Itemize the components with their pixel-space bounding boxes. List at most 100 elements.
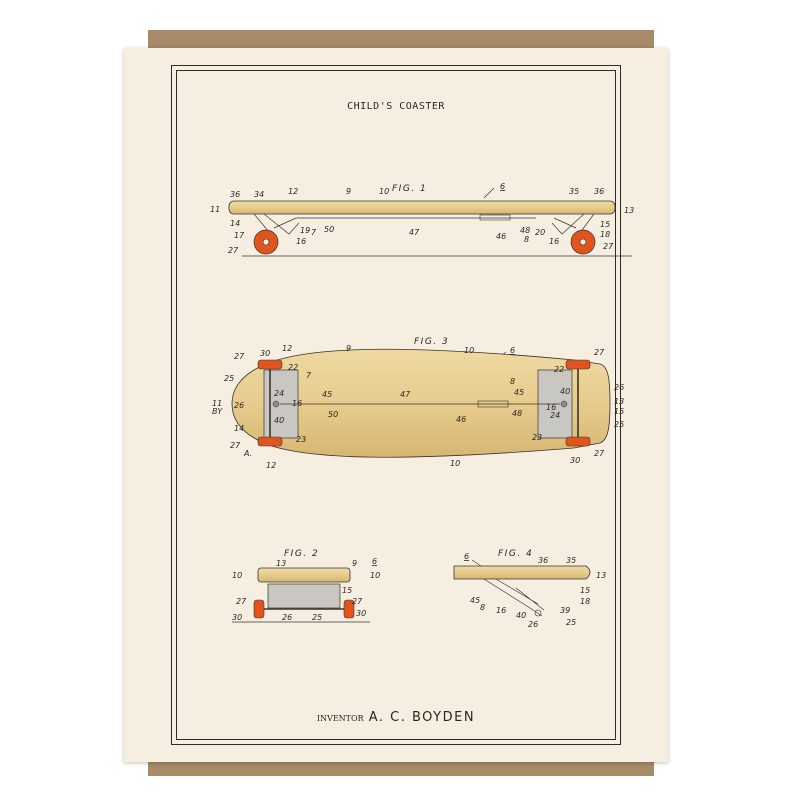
fig4-ref: 6 <box>464 552 469 561</box>
ref-number: 50 <box>328 410 338 419</box>
ref-number: 19 <box>300 226 310 235</box>
fig3-wheel <box>257 436 283 447</box>
ref-number: 26 <box>614 383 624 392</box>
ref-number: 46 <box>496 232 506 241</box>
ref-number: 9 <box>346 344 351 353</box>
inventor-line: INVENTOR A. C. BOYDEN <box>124 706 668 725</box>
ref-number: 15 <box>342 586 352 595</box>
ref-number: 10 <box>464 346 474 355</box>
ref-number: 23 <box>296 435 306 444</box>
ref-number: 27 <box>230 441 241 450</box>
fig2-wheel <box>343 599 355 619</box>
ref-number: 36 <box>230 190 240 199</box>
inventor-name: A. C. BOYDEN <box>368 710 476 725</box>
fig3-wheel <box>565 436 591 447</box>
ref-number: 25 <box>224 374 234 383</box>
fig4-reference-numbers: 36 35 13 45 8 16 15 18 39 40 26 25 <box>470 556 606 629</box>
fig1-group: FIG. 1 6 36 34 <box>210 182 634 257</box>
ref-number: 50 <box>324 225 334 234</box>
fig2-label: FIG. 2 <box>284 549 319 559</box>
ref-number: 10 <box>379 187 389 196</box>
fig4-label: FIG. 4 <box>498 549 533 559</box>
fig2-board <box>257 567 351 583</box>
ref-number: 40 <box>274 416 284 425</box>
ref-number: 30 <box>570 456 580 465</box>
fig3-ref: 6 <box>510 346 515 355</box>
ref-number: 47 <box>409 228 420 237</box>
fig1-front-wheel <box>253 229 279 255</box>
patent-card: CHILD'S COASTER FIG. 1 6 <box>124 48 668 762</box>
ref-number: 23 <box>532 433 542 442</box>
fig1-reference-numbers: 36 34 12 9 10 35 36 11 14 17 19 7 16 50 … <box>210 187 634 255</box>
fig4-board <box>453 565 591 580</box>
fig1-label: FIG. 1 <box>392 184 427 194</box>
ref-number: 13 <box>276 559 286 568</box>
fig1-ref: 6 <box>500 182 505 191</box>
fig2-ref: 6 <box>372 557 377 566</box>
ref-number: 10 <box>232 571 242 580</box>
ref-number: 24 <box>274 389 284 398</box>
ref-number: 48 <box>512 409 522 418</box>
ref-number: 48 <box>520 226 530 235</box>
ref-number: 13 <box>596 571 606 580</box>
fig2-group: FIG. 2 6 13 9 10 10 15 27 27 30 26 25 30 <box>232 549 380 623</box>
ref-number: 14 <box>230 219 240 228</box>
ref-number: 27 <box>594 348 605 357</box>
ref-number: 15 <box>614 407 624 416</box>
ref-number: 22 <box>288 363 298 372</box>
ref-number: 13 <box>624 206 634 215</box>
fig4-group: FIG. 4 6 36 35 13 45 8 16 15 18 39 40 26… <box>453 549 606 629</box>
ref-number: BY <box>212 407 223 416</box>
ref-number: 20 <box>535 228 545 237</box>
fig3-board <box>231 348 611 458</box>
ref-number: 15 <box>600 220 610 229</box>
fig2-truck <box>267 583 341 609</box>
ref-number: 8 <box>524 235 529 244</box>
ref-number: 15 <box>580 586 590 595</box>
ref-number: 47 <box>400 390 411 399</box>
ref-number: 10 <box>450 459 460 468</box>
fig3-wheel <box>257 359 283 370</box>
ref-number: 35 <box>569 187 579 196</box>
ref-number: 25 <box>566 618 576 627</box>
ref-number: 16 <box>496 606 506 615</box>
ref-number: 22 <box>554 365 564 374</box>
ref-number: 27 <box>234 352 245 361</box>
ref-number: 9 <box>346 187 351 196</box>
ref-number: 24 <box>550 411 560 420</box>
ref-number: 40 <box>560 387 570 396</box>
ref-number: 12 <box>288 187 298 196</box>
ref-number: 26 <box>234 401 244 410</box>
ref-number: 25 <box>312 613 322 622</box>
ref-number: 18 <box>600 230 610 239</box>
ref-number: 12 <box>282 344 292 353</box>
ref-number: 45 <box>322 390 332 399</box>
fig3-wheel <box>565 359 591 370</box>
ref-number: 26 <box>282 613 292 622</box>
fig3-spring <box>477 400 509 408</box>
fig3-group: FIG. 3 6 27 30 1 <box>212 337 624 470</box>
ref-number: 16 <box>546 403 556 412</box>
ref-number: 27 <box>352 597 363 606</box>
ref-number: 16 <box>296 237 306 246</box>
ref-number: 27 <box>236 597 247 606</box>
ref-number: 27 <box>594 449 605 458</box>
fig2-wheel <box>253 599 265 619</box>
ref-number: 34 <box>254 190 264 199</box>
ref-number: 27 <box>603 242 614 251</box>
ref-number: 36 <box>538 556 548 565</box>
ref-number: 8 <box>510 377 515 386</box>
fig2-reference-numbers: 13 9 10 10 15 27 27 30 26 25 30 <box>232 559 380 622</box>
ref-number: 14 <box>234 424 244 433</box>
ref-number: 36 <box>594 187 604 196</box>
ref-number: 12 <box>266 461 276 470</box>
ref-number: 16 <box>292 399 302 408</box>
ref-number: 17 <box>234 231 245 240</box>
ref-number: 30 <box>260 349 270 358</box>
ref-number: 16 <box>549 237 559 246</box>
fig3-label: FIG. 3 <box>414 337 449 347</box>
ref-number: 26 <box>528 620 538 629</box>
ref-number: 39 <box>560 606 570 615</box>
ref-number: 9 <box>352 559 357 568</box>
drawing-title: CHILD'S COASTER <box>347 101 445 112</box>
